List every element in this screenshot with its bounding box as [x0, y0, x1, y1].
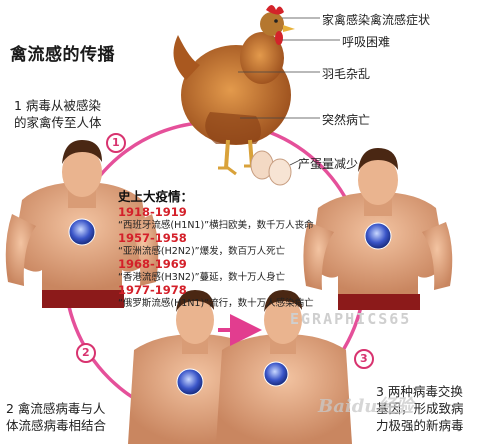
history-event-1-years: 1918-1919 [118, 205, 187, 219]
callout-breathing: 呼吸困难 [342, 35, 391, 49]
step-1-text: 1 病毒从被感染 的家禽传至人体 [14, 97, 102, 131]
step-1-line-2: 的家禽传至人体 [14, 115, 102, 130]
step-3-line-3: 力极强的新病毒 [376, 418, 464, 433]
brand-watermark: EGRAPHICS65 [290, 310, 412, 328]
step-1-badge [106, 133, 126, 153]
chicken-illustration [173, 5, 295, 176]
history-heading: 史上大疫情： [118, 189, 194, 204]
history-event-2-text: “亚洲流感(H2N2)”爆发，数百万人死亡 [118, 246, 286, 257]
eggs-illustration [250, 150, 292, 186]
step-3-line-2: 基因，形成致病 [376, 401, 464, 416]
step-3-line-1: 3 两种病毒交换 [376, 384, 463, 399]
step-3-text: 3 两种病毒交换 基因，形成致病 力极强的新病毒 [376, 383, 464, 434]
step-2-badge [76, 343, 96, 363]
callout-feathers: 羽毛杂乱 [322, 67, 371, 81]
step-2-number: 2 [82, 346, 90, 359]
history-event-4-years: 1977-1978 [118, 283, 187, 297]
history-event-2-years: 1957-1958 [118, 231, 187, 245]
step-2-line-1: 2 禽流感病毒与人 [6, 401, 106, 416]
callout-symptoms: 家禽感染禽流感症状 [322, 13, 431, 27]
infected-man-right [303, 148, 453, 310]
history-event-4-text: “俄罗斯流感(H1N1)”流行，数十万人感染病亡 [118, 298, 314, 309]
step-1-line-1: 1 病毒从被感染 [14, 98, 101, 113]
callout-eggs: 产蛋量减少 [298, 157, 359, 171]
callout-death: 突然病亡 [322, 113, 371, 127]
infected-man-left [5, 140, 159, 308]
step-2-text: 2 禽流感病毒与人 体流感病毒相结合 [6, 400, 106, 434]
history-event-1-text: “西班牙流感(H1N1)”横扫欧美，数千万人丧命 [118, 220, 314, 231]
man-human-virus [216, 290, 352, 444]
step-3-number: 3 [360, 352, 368, 365]
history-pandemics-box: 史上大疫情： 1918-1919 “西班牙流感(H1N1)”横扫欧美，数千万人丧… [118, 186, 363, 310]
history-event-3-text: “香港流感(H3N2)”蔓延，数十万人身亡 [118, 272, 286, 283]
site-watermark: Baidu经验 [318, 396, 414, 417]
history-event-3-years: 1968-1969 [118, 257, 187, 271]
step-3-badge [354, 349, 374, 369]
diagram-title: 禽流感的传播 [10, 45, 115, 65]
step-1-number: 1 [112, 136, 120, 149]
step-2-line-2: 体流感病毒相结合 [6, 418, 107, 433]
callout-lines [238, 17, 340, 166]
